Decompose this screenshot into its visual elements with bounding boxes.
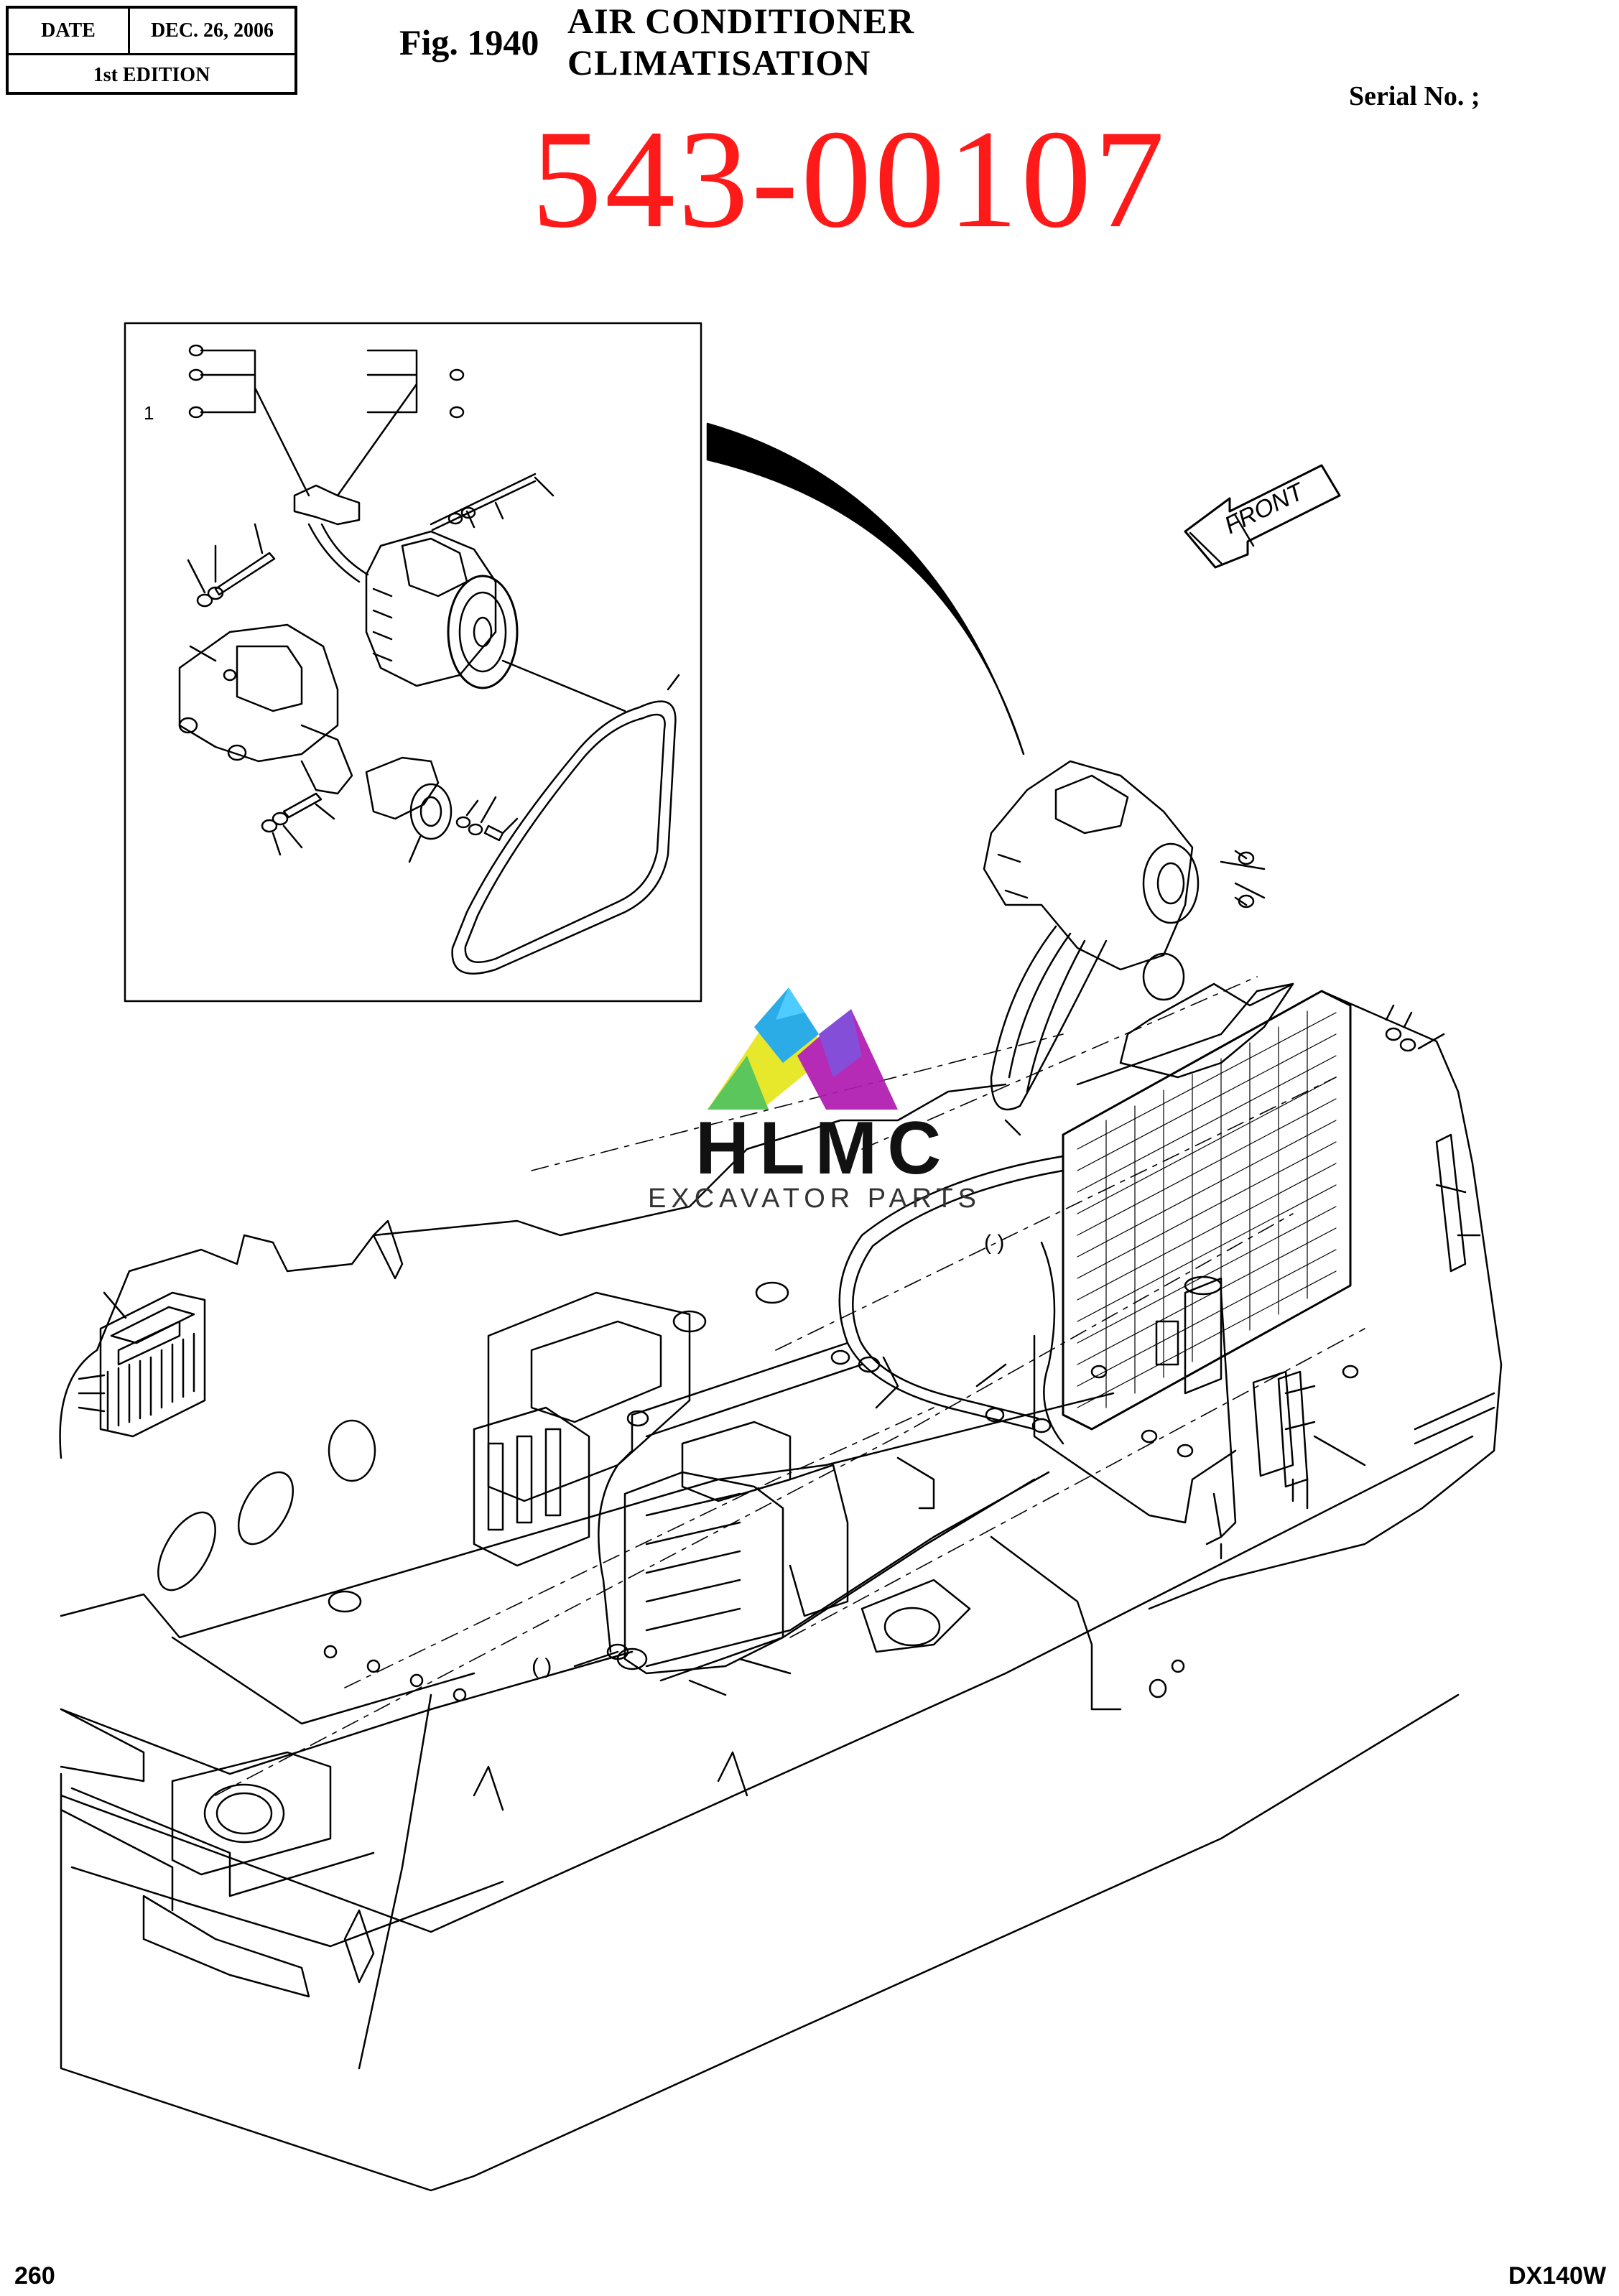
reference-paren: ( )	[532, 1655, 552, 1678]
watermark-logo-icon	[708, 987, 898, 1110]
page-number: 260	[14, 2262, 55, 2290]
page-title-en: AIR CONDITIONER	[567, 1, 915, 41]
page-title-fr: CLIMATISATION	[567, 42, 871, 83]
date-edition-block: DATE DEC. 26, 2006 1st EDITION	[6, 6, 297, 95]
reference-paren: ( )	[984, 1231, 1004, 1255]
date-value: DEC. 26, 2006	[150, 19, 274, 42]
serial-number-label: Serial No. ;	[1349, 81, 1480, 111]
figure-label: Fig. 1940	[399, 22, 539, 62]
part-number: 543-00107	[532, 101, 1168, 257]
date-row: DATE DEC. 26, 2006	[9, 9, 294, 55]
watermark-brand-name: HLMC	[695, 1107, 952, 1190]
inset-callout-number: 1	[144, 402, 154, 424]
detail-inset-frame	[124, 322, 702, 1003]
model-name: DX140W	[1508, 2262, 1607, 2290]
watermark-tagline: EXCAVATOR PARTS	[648, 1184, 981, 1214]
edition-label: 1st EDITION	[93, 63, 210, 86]
front-direction-label: FRONT	[1220, 478, 1309, 539]
date-label: DATE	[9, 9, 130, 53]
